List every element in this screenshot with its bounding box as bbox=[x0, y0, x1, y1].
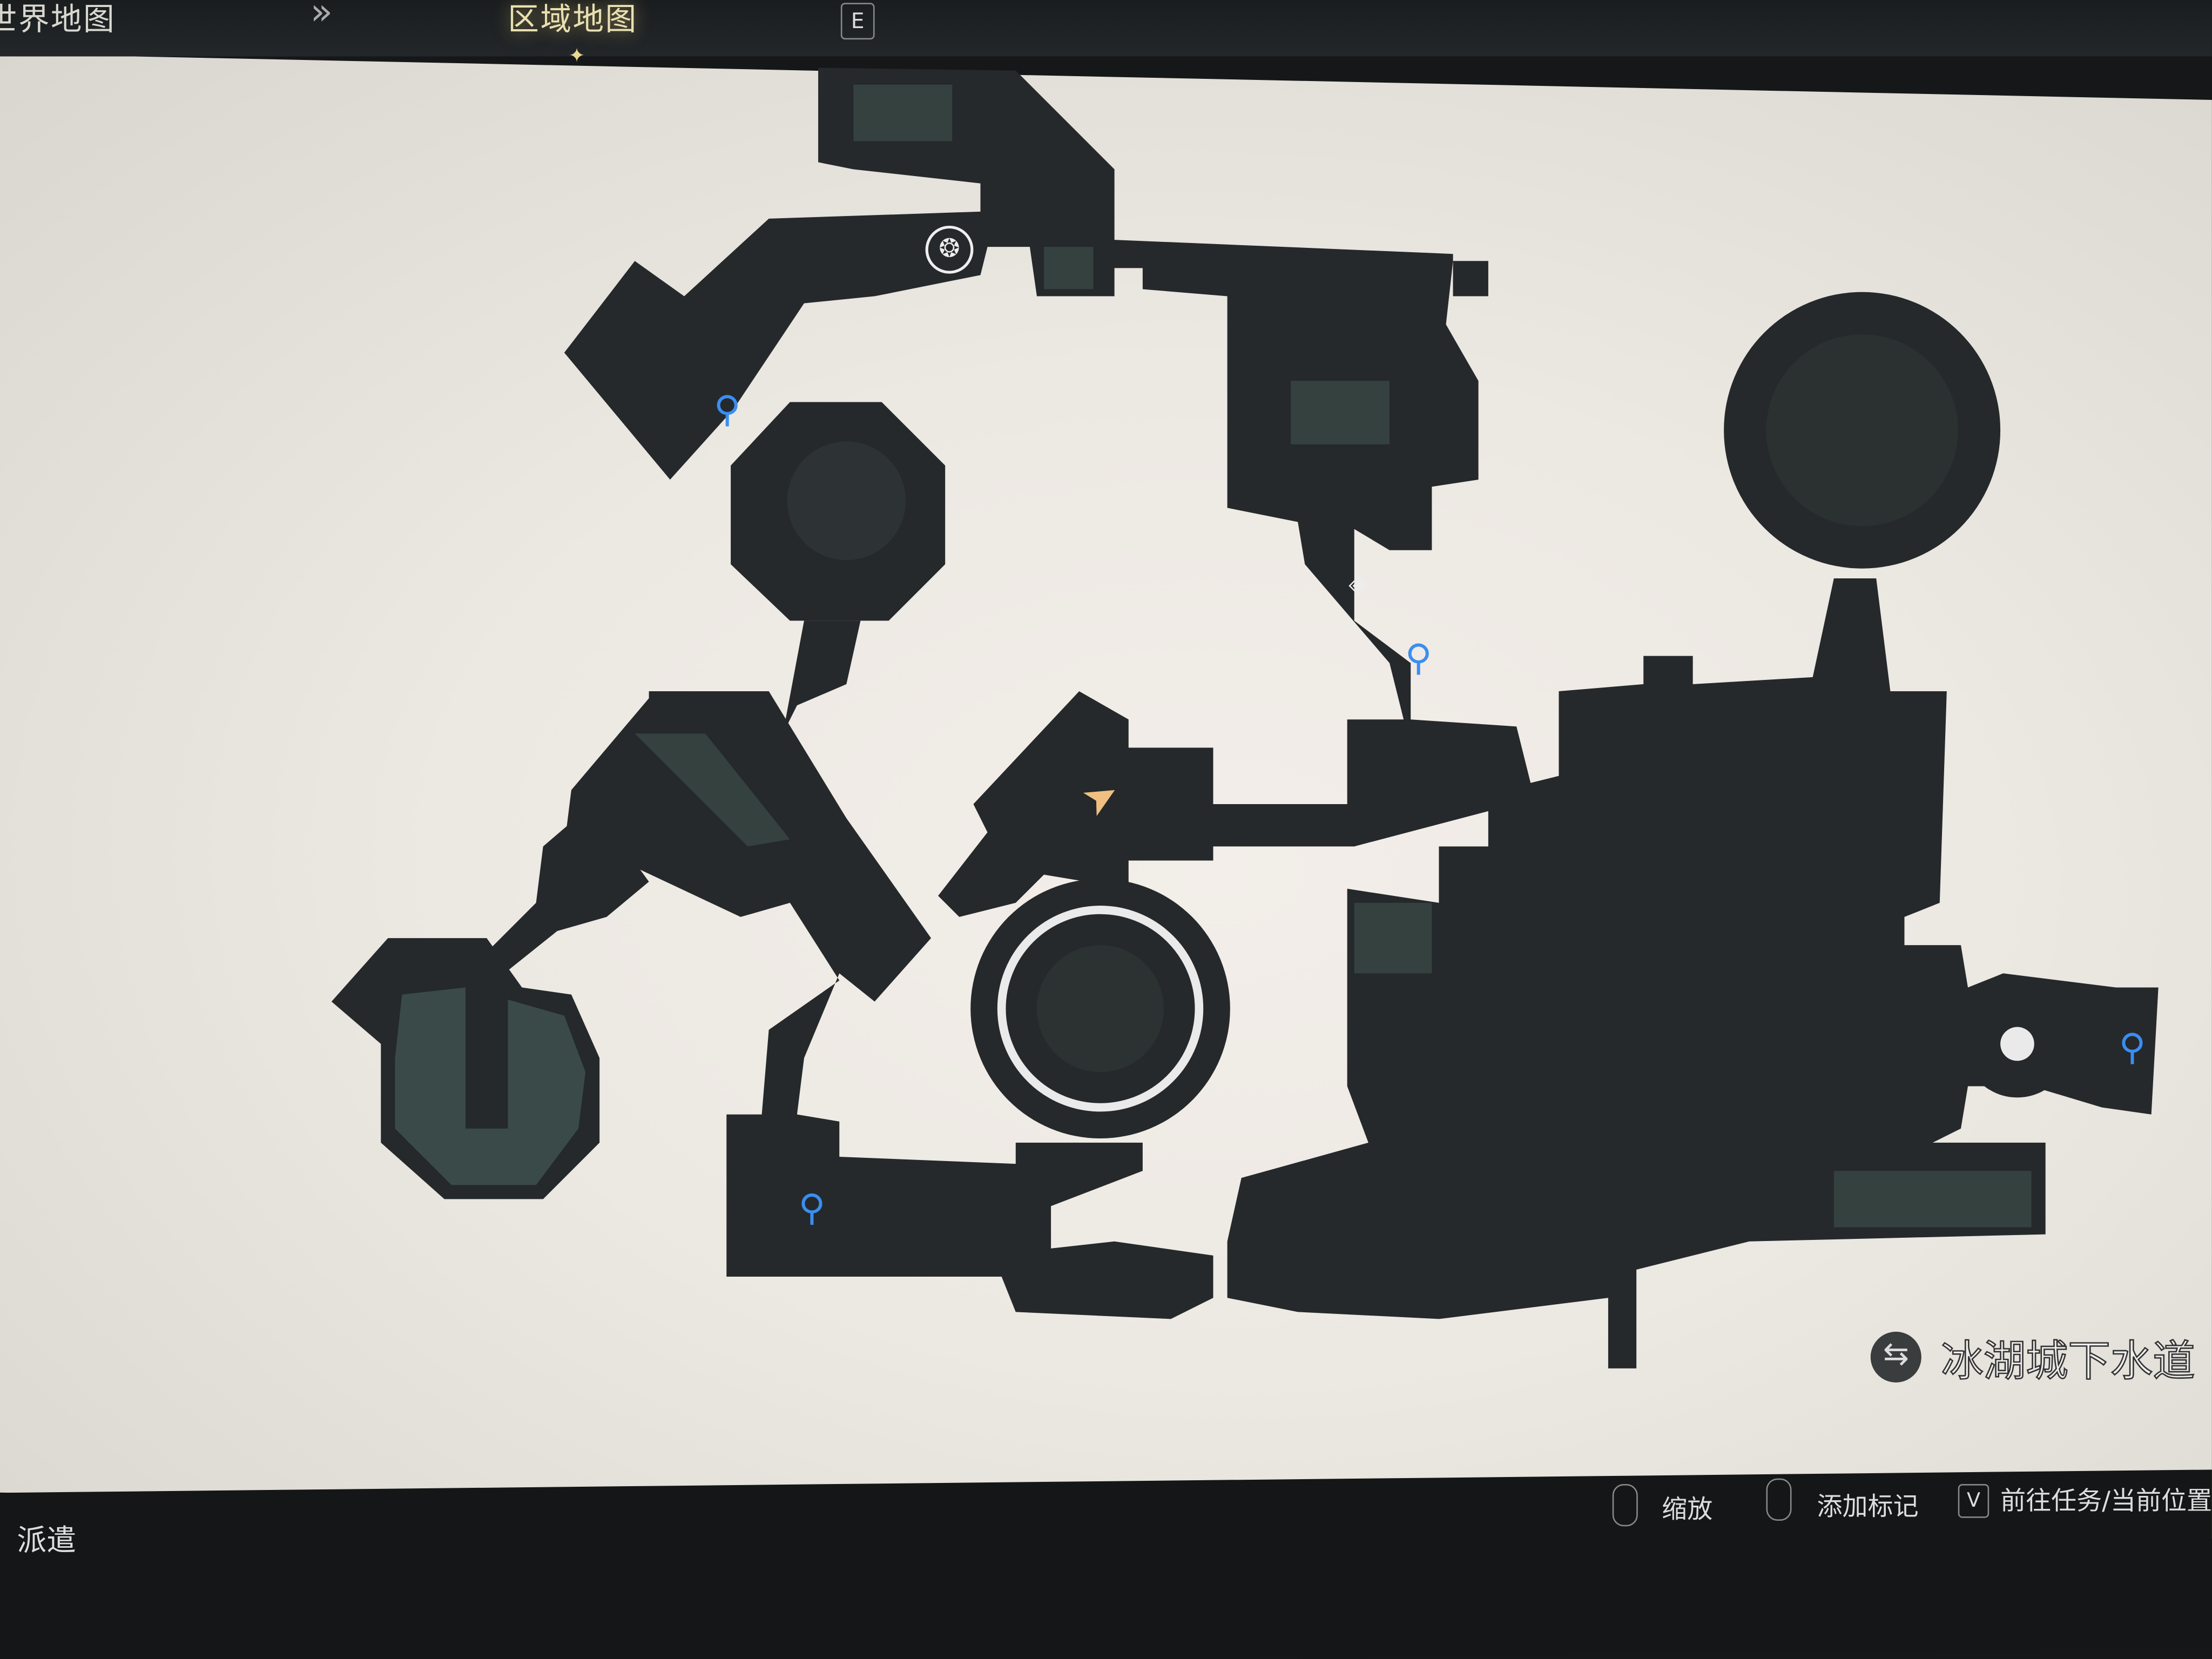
tab-region-map[interactable]: 区域地图 bbox=[508, 3, 638, 38]
teleport-statue-icon[interactable]: ⚲ bbox=[798, 1188, 826, 1230]
key-v-hint: V bbox=[1958, 1484, 1990, 1518]
add-marker-hint: 添加标记 bbox=[1817, 1492, 1919, 1522]
switch-key-hint: E bbox=[840, 3, 875, 40]
active-tab-indicator-icon: ✦ bbox=[568, 45, 585, 68]
map-room bbox=[1791, 945, 1863, 1143]
mouse-scroll-icon bbox=[1612, 1484, 1638, 1527]
mouse-right-click-icon bbox=[1766, 1478, 1792, 1521]
chevron-right-icon: » bbox=[310, 0, 333, 34]
waypoint-icon[interactable]: ◈ bbox=[1348, 570, 1368, 600]
teleport-statue-icon[interactable]: ⚲ bbox=[2119, 1027, 2146, 1070]
map-room bbox=[564, 68, 2159, 1368]
map-room bbox=[564, 691, 1213, 1319]
header: 世界地图 » 区域地图 E bbox=[0, 0, 2212, 57]
teleport-statue-icon[interactable]: ⚲ bbox=[1405, 637, 1432, 680]
fish-icon[interactable]: ❂ bbox=[925, 225, 974, 274]
map-room bbox=[466, 804, 649, 988]
swap-arrows-icon[interactable]: ⇆ bbox=[1870, 1331, 1921, 1382]
tab-world-map[interactable]: 世界地图 bbox=[0, 3, 116, 38]
teleport-statue-icon[interactable]: ⚲ bbox=[713, 389, 741, 432]
map-room bbox=[783, 621, 861, 734]
region-switcher[interactable]: ⇆ 冰湖城下水道 bbox=[1870, 1326, 2196, 1388]
zoom-hint: 缩放 bbox=[1662, 1495, 1713, 1525]
region-name: 冰湖城下水道 bbox=[1940, 1337, 2196, 1387]
go-to-quest-hint[interactable]: 前往任务/当前位置 bbox=[2000, 1487, 2212, 1517]
dispatch-button[interactable]: 派遣 bbox=[17, 1523, 77, 1557]
